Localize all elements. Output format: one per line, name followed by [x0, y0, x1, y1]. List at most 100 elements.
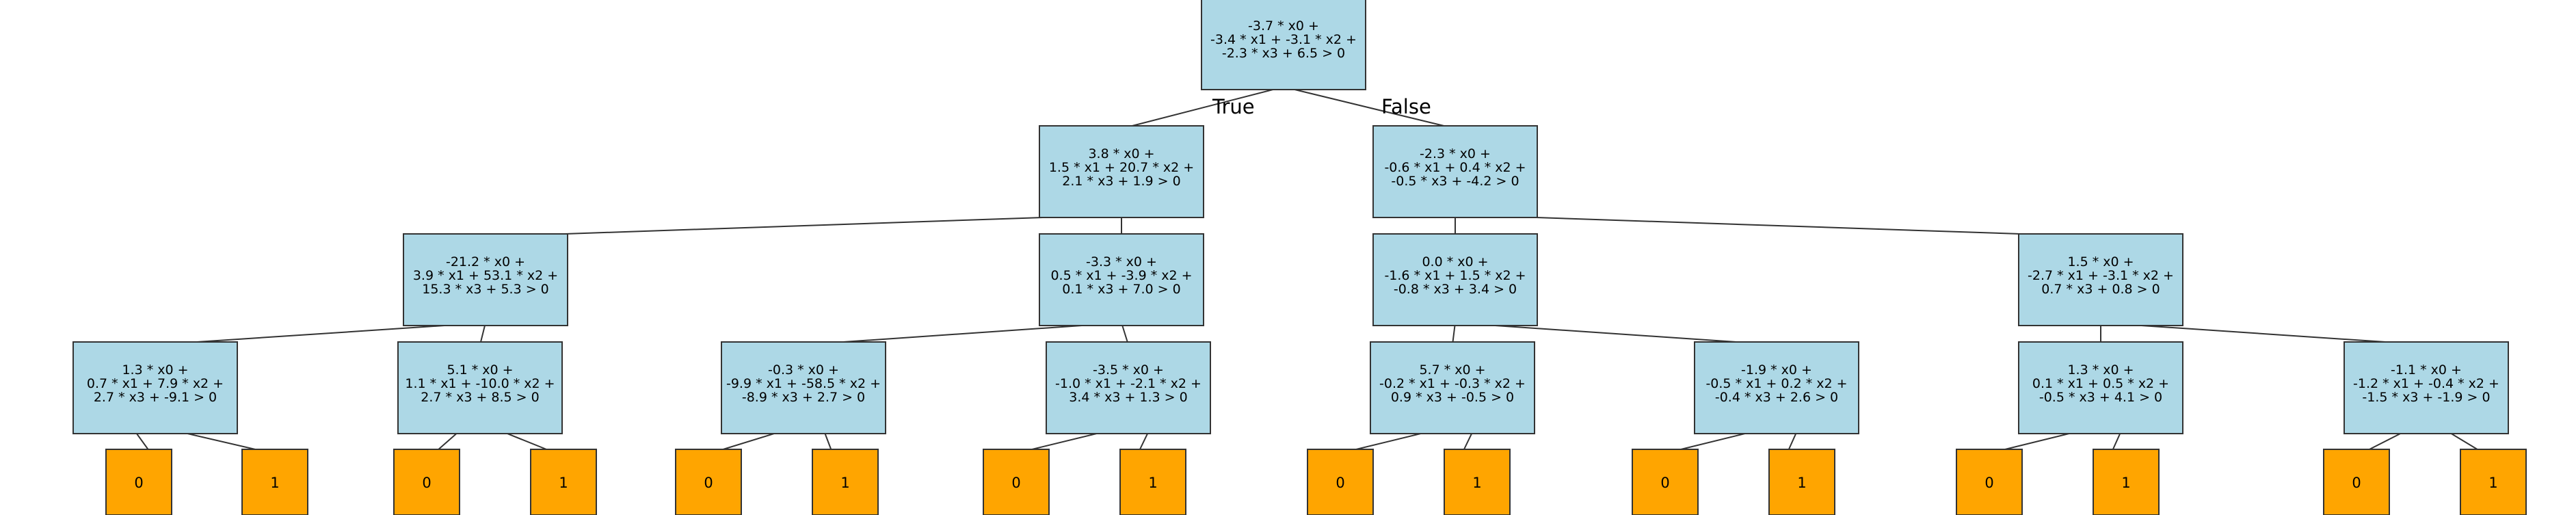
- split-condition-line: -21.2 * x0 +: [446, 254, 525, 269]
- leaf-node: 0: [1956, 449, 2023, 515]
- leaf-box: [393, 449, 460, 515]
- leaf-class-label: 1: [2488, 475, 2497, 491]
- leaf-node: 1: [241, 449, 308, 515]
- leaf-node: 1: [1444, 449, 1511, 515]
- split-node: 1.5 * x0 +-2.7 * x1 + -3.1 * x2 +0.7 * x…: [2018, 233, 2183, 326]
- split-condition-line: -2.3 * x3 + 6.5 > 0: [1222, 46, 1345, 61]
- split-node-box: [2018, 341, 2183, 434]
- leaf-box: [241, 449, 308, 515]
- split-condition-line: 1.5 * x1 + 20.7 * x2 +: [1049, 160, 1194, 175]
- split-node: 5.7 * x0 +-0.2 * x1 + -0.3 * x2 +0.9 * x…: [1370, 341, 1535, 434]
- split-node: -21.2 * x0 +3.9 * x1 + 53.1 * x2 +15.3 *…: [403, 233, 568, 326]
- split-condition-line: -1.9 * x0 +: [1741, 362, 1812, 378]
- leaf-class-label: 0: [1336, 475, 1344, 491]
- split-condition-line: 0.1 * x3 + 7.0 > 0: [1062, 282, 1180, 297]
- split-condition-line: 0.5 * x1 + -3.9 * x2 +: [1050, 268, 1192, 283]
- split-node: -0.3 * x0 +-9.9 * x1 + -58.5 * x2 +-8.9 …: [721, 341, 886, 434]
- split-node-box: [1372, 125, 1538, 218]
- split-node-box: [1370, 341, 1535, 434]
- false-branch-label: False: [1381, 95, 1431, 118]
- split-condition-line: 0.7 * x3 + 0.8 > 0: [2041, 282, 2160, 297]
- tree-edge: [479, 322, 486, 345]
- split-condition-line: -0.4 * x3 + 2.6 > 0: [1715, 390, 1838, 405]
- split-condition-line: -0.5 * x3 + -4.2 > 0: [1391, 174, 1519, 189]
- split-node-box: [403, 233, 568, 326]
- split-condition-line: 2.7 * x3 + 8.5 > 0: [421, 390, 539, 405]
- split-node: -3.5 * x0 +-1.0 * x1 + -2.1 * x2 +3.4 * …: [1046, 341, 1211, 434]
- leaf-node: 0: [1632, 449, 1699, 515]
- split-condition-line: -1.2 * x1 + -0.4 * x2 +: [2353, 376, 2499, 391]
- split-condition-line: 15.3 * x3 + 5.3 > 0: [422, 282, 549, 297]
- tree-edge: [155, 322, 486, 345]
- split-condition-line: 0.7 * x1 + 7.9 * x2 +: [87, 376, 224, 391]
- split-condition-line: -9.9 * x1 + -58.5 * x2 +: [726, 376, 881, 391]
- leaf-box: [2323, 449, 2390, 515]
- leaf-node: 1: [2093, 449, 2160, 515]
- split-condition-line: -1.0 * x1 + -2.1 * x2 +: [1055, 376, 1201, 391]
- split-condition-line: -3.5 * x0 +: [1093, 362, 1164, 378]
- split-condition-line: -3.3 * x0 +: [1086, 254, 1157, 269]
- split-node-box: [1046, 341, 1211, 434]
- split-condition-line: -1.1 * x0 +: [2391, 362, 2462, 378]
- split-node-box: [1039, 233, 1204, 326]
- split-node-box: [721, 341, 886, 434]
- split-node-box: [1372, 233, 1538, 326]
- tree-edge: [2100, 322, 2427, 345]
- leaf-node: 0: [105, 449, 172, 515]
- leaf-node: 0: [983, 449, 1050, 515]
- split-condition-line: -0.2 * x1 + -0.3 * x2 +: [1379, 376, 1526, 391]
- leaf-box: [1307, 449, 1374, 515]
- leaf-class-label: 0: [704, 475, 713, 491]
- leaf-class-label: 0: [1984, 475, 1993, 491]
- leaf-node: 1: [2460, 449, 2527, 515]
- leaf-box: [1444, 449, 1511, 515]
- leaf-class-label: 1: [1472, 475, 1481, 491]
- split-condition-line: -0.8 * x3 + 3.4 > 0: [1394, 282, 1517, 297]
- leaf-box: [1768, 449, 1835, 515]
- leaf-box: [812, 449, 879, 515]
- split-condition-line: -0.5 * x1 + 0.2 * x2 +: [1705, 376, 1847, 391]
- split-node-box: [1694, 341, 1859, 434]
- split-condition-line: -3.4 * x1 + -3.1 * x2 +: [1210, 32, 1357, 47]
- split-node-box: [72, 341, 238, 434]
- tree-edge: [1455, 214, 2101, 237]
- split-node: 0.0 * x0 +-1.6 * x1 + 1.5 * x2 +-0.8 * x…: [1372, 233, 1538, 326]
- split-condition-line: 3.9 * x1 + 53.1 * x2 +: [413, 268, 558, 283]
- split-condition-line: -0.3 * x0 +: [768, 362, 839, 378]
- split-node: 5.1 * x0 +1.1 * x1 + -10.0 * x2 +2.7 * x…: [397, 341, 563, 434]
- leaf-box: [530, 449, 597, 515]
- split-condition-line: 5.7 * x0 +: [1419, 362, 1485, 378]
- tree-edge: [1452, 322, 1456, 345]
- split-node: -3.3 * x0 +0.5 * x1 + -3.9 * x2 +0.1 * x…: [1039, 233, 1204, 326]
- leaf-class-label: 1: [1797, 475, 1806, 491]
- leaf-class-label: 0: [1660, 475, 1669, 491]
- split-condition-line: -1.6 * x1 + 1.5 * x2 +: [1384, 268, 1526, 283]
- split-condition-line: 1.1 * x1 + -10.0 * x2 +: [405, 376, 555, 391]
- split-node: -1.9 * x0 +-0.5 * x1 + 0.2 * x2 +-0.4 * …: [1694, 341, 1859, 434]
- split-condition-line: 5.1 * x0 +: [447, 362, 513, 378]
- leaf-node: 1: [812, 449, 879, 515]
- split-node-box: [397, 341, 563, 434]
- leaf-box: [983, 449, 1050, 515]
- leaf-box: [1956, 449, 2023, 515]
- leaf-class-label: 0: [1011, 475, 1020, 491]
- split-node: -3.7 * x0 +-3.4 * x1 + -3.1 * x2 +-2.3 *…: [1201, 0, 1366, 90]
- tree-edge: [1121, 322, 1129, 345]
- leaf-class-label: 0: [422, 475, 431, 491]
- split-condition-line: 1.3 * x0 +: [122, 362, 188, 378]
- split-node: -1.1 * x0 +-1.2 * x1 + -0.4 * x2 +-1.5 *…: [2343, 341, 2509, 434]
- split-condition-line: -0.6 * x1 + 0.4 * x2 +: [1384, 160, 1526, 175]
- leaf-node: 0: [1307, 449, 1374, 515]
- leaf-class-label: 1: [559, 475, 568, 491]
- leaf-node: 0: [675, 449, 742, 515]
- leaf-class-label: 1: [1148, 475, 1157, 491]
- split-node: 1.3 * x0 +0.1 * x1 + 0.5 * x2 +-0.5 * x3…: [2018, 341, 2183, 434]
- tree-edge: [1283, 86, 1456, 129]
- split-node-box: [1039, 125, 1204, 218]
- leaf-node: 1: [1768, 449, 1835, 515]
- leaf-box: [1632, 449, 1699, 515]
- split-condition-line: 2.7 * x3 + -9.1 > 0: [94, 390, 217, 405]
- split-node: 3.8 * x0 +1.5 * x1 + 20.7 * x2 +2.1 * x3…: [1039, 125, 1204, 218]
- split-condition-line: -2.3 * x0 +: [1420, 146, 1491, 161]
- split-condition-line: -8.9 * x3 + 2.7 > 0: [742, 390, 865, 405]
